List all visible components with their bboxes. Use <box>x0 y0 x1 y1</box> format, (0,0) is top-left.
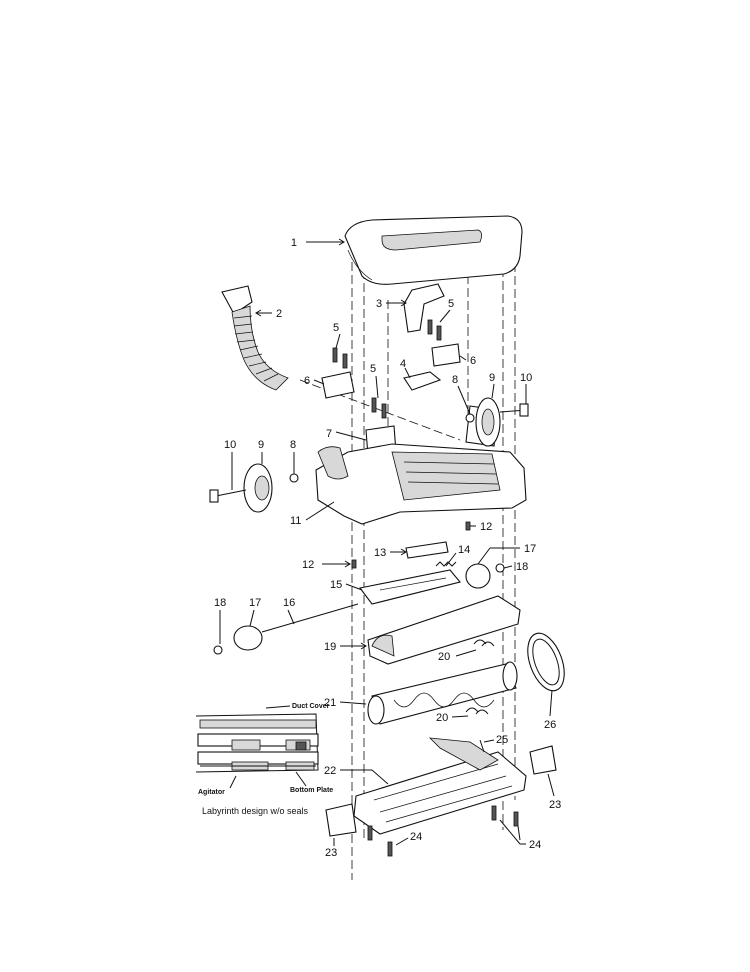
part-23-clip-left <box>325 803 357 837</box>
callout-18-left: 18 <box>214 597 226 609</box>
part-8-nuts <box>289 413 475 483</box>
part-4-latch <box>403 371 442 391</box>
callout-17-left: 17 <box>249 597 261 609</box>
callout-5-right: 5 <box>448 298 454 310</box>
callout-10-right: 10 <box>520 372 532 384</box>
callout-3: 3 <box>376 298 382 310</box>
part-17-roller-right <box>465 563 491 589</box>
part-25-pin <box>479 739 485 753</box>
callout-14: 14 <box>458 544 470 556</box>
callout-5-center: 5 <box>370 363 376 375</box>
part-22-bottom-plate <box>353 737 527 835</box>
callout-21: 21 <box>324 697 336 709</box>
callout-20-top: 20 <box>438 651 450 663</box>
part-6-bracket-left <box>321 371 355 399</box>
callout-17-right: 17 <box>524 543 536 555</box>
inset-label-bottom-plate: Bottom Plate <box>290 787 333 794</box>
part-15-link-assembly <box>359 569 461 605</box>
callout-8-right: 8 <box>452 374 458 386</box>
part-2-hose <box>221 285 289 391</box>
callout-20-bottom: 20 <box>436 712 448 724</box>
part-21-agitator <box>367 661 518 725</box>
inset-label-agitator: Agitator <box>198 789 225 796</box>
part-10-axle-right <box>499 403 529 417</box>
callout-23-left: 23 <box>325 847 337 859</box>
callout-12-left: 12 <box>302 559 314 571</box>
part-14-spring <box>435 561 457 567</box>
part-11-base-housing <box>315 405 527 525</box>
part-19-agitator-housing <box>367 595 521 665</box>
part-10-axle-left <box>209 489 247 503</box>
callout-labels: 1 2 3 4 5 5 5 6 6 7 8 8 9 9 10 10 11 12 … <box>214 237 561 859</box>
callout-8-left: 8 <box>290 439 296 451</box>
part-13-clip <box>405 541 449 559</box>
part-9-wheel-left <box>243 463 273 513</box>
part-16-shaft <box>261 603 359 633</box>
part-23-clip-right <box>529 745 557 775</box>
part-1-cover <box>344 215 523 285</box>
part-17-roller-left <box>233 625 263 651</box>
callout-9-left: 9 <box>258 439 264 451</box>
callout-9-right: 9 <box>489 372 495 384</box>
inset-cross-section <box>195 705 319 789</box>
inset-label-duct-cover: Duct Cover <box>292 703 330 710</box>
leader-lines <box>219 238 555 846</box>
callout-6-right: 6 <box>470 355 476 367</box>
callout-22: 22 <box>324 765 336 777</box>
callout-7: 7 <box>326 428 332 440</box>
callout-24-right: 24 <box>529 839 541 851</box>
callout-1: 1 <box>291 237 297 249</box>
callout-5-left: 5 <box>333 322 339 334</box>
callout-10-left: 10 <box>224 439 236 451</box>
part-9-wheel-right <box>475 397 501 447</box>
callout-6-left: 6 <box>304 375 310 387</box>
part-24-screws <box>367 805 519 857</box>
callout-13: 13 <box>374 547 386 559</box>
callout-16: 16 <box>283 597 295 609</box>
part-26-belt <box>527 632 565 692</box>
part-12-fasteners <box>351 521 471 569</box>
inset-caption: Labyrinth design w/o seals <box>202 806 309 816</box>
callout-25: 25 <box>496 734 508 746</box>
part-3-pedal <box>403 283 445 333</box>
part-20-clips <box>465 639 495 715</box>
callout-2: 2 <box>276 308 282 320</box>
callout-24-center: 24 <box>410 831 422 843</box>
callout-19: 19 <box>324 641 336 653</box>
part-6-bracket-right <box>431 343 461 367</box>
callout-26: 26 <box>544 719 556 731</box>
callout-18-right: 18 <box>516 561 528 573</box>
callout-4: 4 <box>400 358 406 370</box>
callout-12-right: 12 <box>480 521 492 533</box>
callout-11: 11 <box>290 515 301 527</box>
callout-23-right: 23 <box>549 799 561 811</box>
screws-5 <box>332 319 442 419</box>
inset-labels: Duct Cover Agitator Bottom Plate Labyrin… <box>198 703 333 816</box>
part-18-caps <box>213 563 505 655</box>
callout-15: 15 <box>330 579 342 591</box>
